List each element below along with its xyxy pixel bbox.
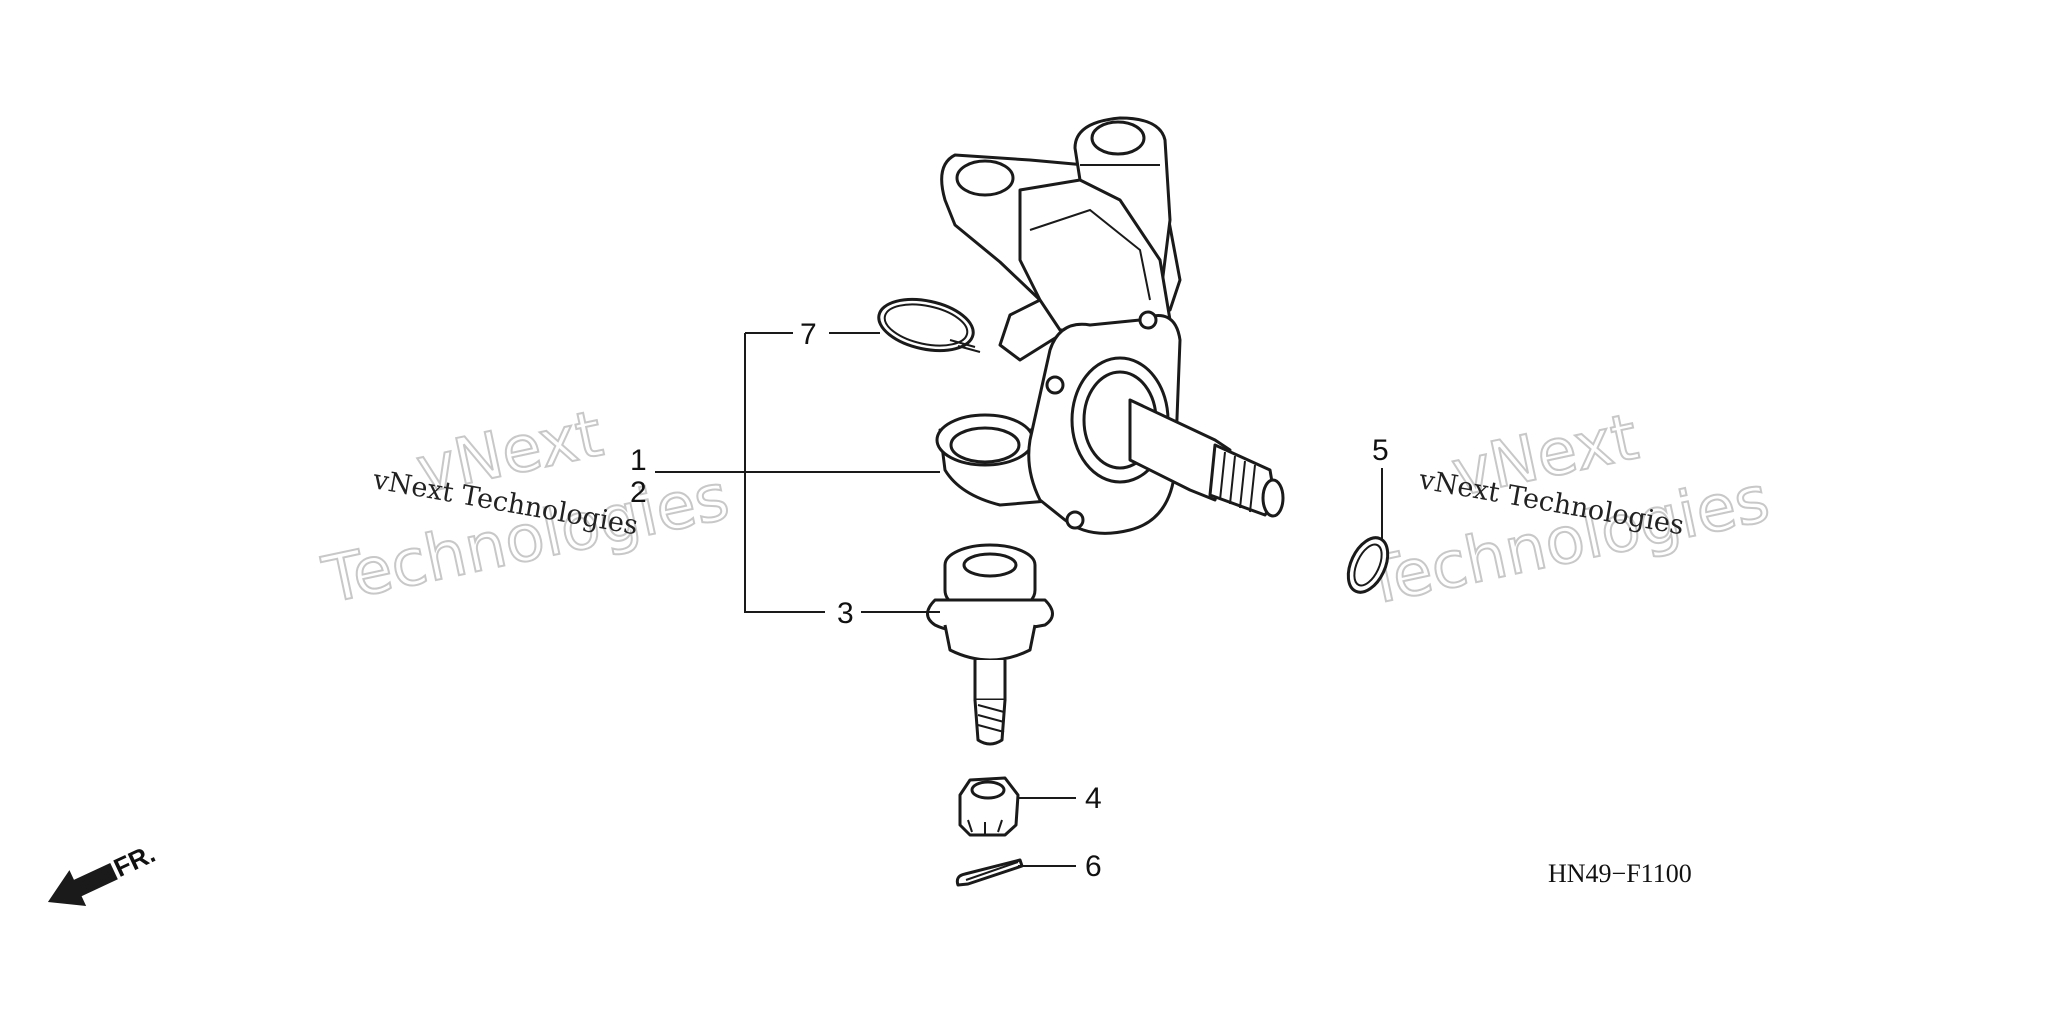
diagram-code: HN49−F1100 <box>1548 859 1692 888</box>
watermark-left: vNext Technologies vNext Technologies <box>316 396 737 619</box>
callout-5: 5 <box>1372 434 1389 467</box>
callout-6: 6 <box>1085 850 1102 883</box>
callout-7: 7 <box>800 318 817 351</box>
cotter-pin-part <box>955 858 1024 887</box>
callout-3: 3 <box>837 597 854 630</box>
front-direction-arrow: FR. <box>47 838 160 906</box>
callout-2: 2 <box>630 476 647 509</box>
callout-4: 4 <box>1085 782 1102 815</box>
knuckle-part <box>935 116 1285 535</box>
callouts: 7 1 2 3 4 6 5 <box>630 318 1389 883</box>
castle-nut-part <box>958 776 1020 837</box>
circlip-part <box>877 297 981 353</box>
o-ring-part <box>1346 536 1390 594</box>
callout-1: 1 <box>630 444 647 477</box>
watermark-right: vNext Technologies vNext Technologies <box>1356 399 1777 621</box>
ball-joint-part <box>926 543 1054 746</box>
fr-label: FR. <box>109 838 160 883</box>
leader-lines <box>655 332 1383 867</box>
